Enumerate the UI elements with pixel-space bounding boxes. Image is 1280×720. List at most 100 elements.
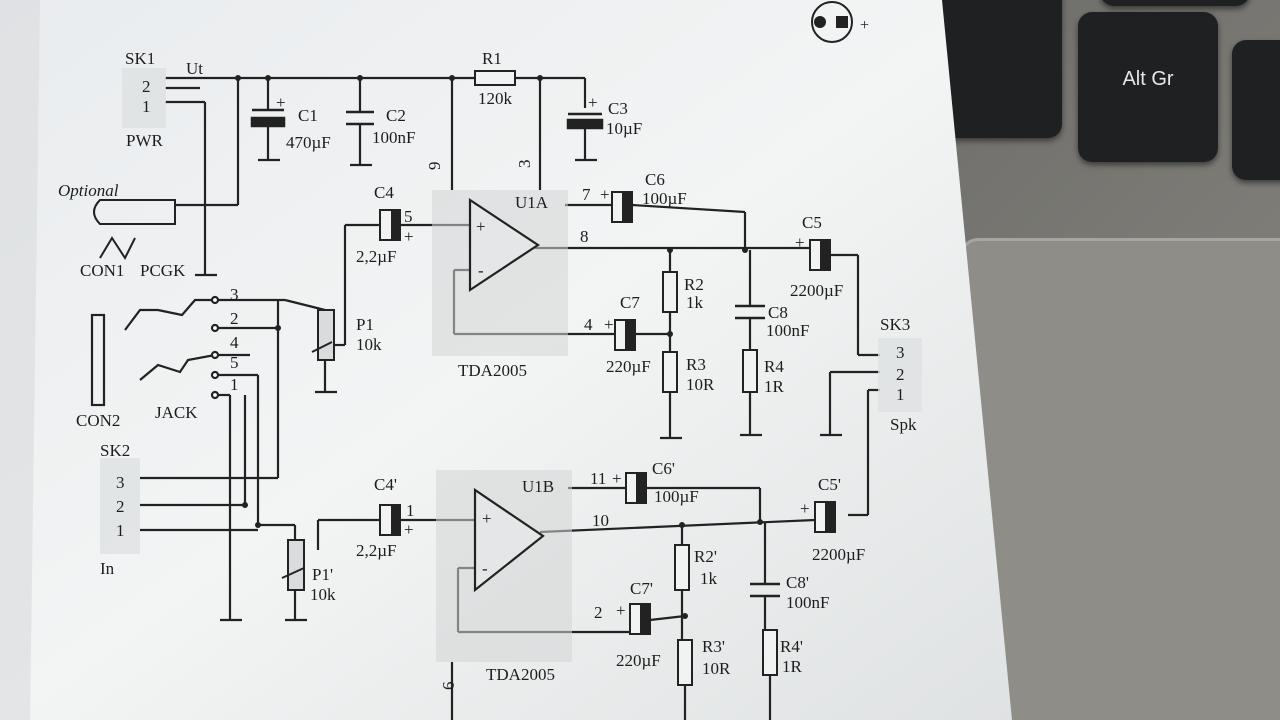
optional-label: Optional [58,181,119,200]
con1-label: CON1 [80,261,124,280]
c6b-value: 100µF [654,487,699,506]
in-label: In [100,559,115,578]
p1-label: P1 [356,315,374,334]
con1-plug [93,199,176,261]
r3-label: R3 [686,355,706,374]
svg-text:+: + [604,315,614,334]
c7b-label: C7' [630,579,653,598]
svg-text:1: 1 [230,375,239,394]
c8-capacitor [735,304,765,320]
r2-label: R2 [684,275,704,294]
svg-text:6: 6 [439,682,458,691]
c1-capacitor [250,108,286,128]
c6-value: 100µF [642,189,687,208]
svg-text:+: + [795,233,805,252]
c6b-label: C6' [652,459,675,478]
svg-text:+: + [600,185,610,204]
svg-text:4: 4 [584,315,593,334]
svg-text:10: 10 [592,511,609,530]
r3-value: 10R [686,375,715,394]
sk3-connector [878,338,922,412]
r3b-resistor [677,639,693,686]
p1b-value: 10k [310,585,336,604]
c5b-capacitor [814,501,836,533]
svg-text:+: + [616,601,626,620]
r4-label: R4 [764,357,784,376]
altgr-key-label: Alt Gr [1122,68,1174,90]
svg-text:+: + [404,227,414,246]
c7-label: C7 [620,293,640,312]
svg-text:+: + [860,17,869,34]
svg-text:-: - [482,559,488,578]
jack-label: JACK [155,403,198,422]
polarity-icon: + [811,1,869,43]
svg-text:3: 3 [230,285,239,304]
r2b-label: R2' [694,547,717,566]
u1b-part: TDA2005 [486,665,555,684]
c4-capacitor [379,209,401,241]
svg-text:3: 3 [515,160,534,169]
paper-sheet [0,0,1012,720]
c6-label: C6 [645,170,665,189]
c7-capacitor [614,319,636,351]
svg-text:7: 7 [582,185,591,204]
r2b-value: 1k [700,569,718,588]
con2-label: CON2 [76,411,120,430]
c5-capacitor [809,239,831,271]
c4-value: 2,2µF [356,247,397,266]
r4-value: 1R [764,377,785,396]
u1a-label: U1A [515,193,549,212]
p1b-potentiometer [281,539,305,591]
c4b-value: 2,2µF [356,541,397,560]
pcgk-label: PCGK [140,261,186,280]
c3-value: 10µF [606,119,642,138]
c5b-label: C5' [818,475,841,494]
svg-text:+: + [588,93,598,112]
svg-text:11: 11 [590,469,606,488]
r1-label: R1 [482,49,502,68]
u1a-opamp [468,197,540,293]
c7b-value: 220µF [616,651,661,670]
u1a-chip [432,190,568,356]
r2-value: 1k [686,293,704,312]
c4b-capacitor [379,504,401,536]
r4b-label: R4' [780,637,803,656]
c5-value: 2200µF [790,281,843,300]
c8-label: C8 [768,303,788,322]
svg-text:2: 2 [142,77,151,96]
keyboard-key [1232,40,1280,180]
svg-text:+: + [612,469,622,488]
r2-resistor [662,271,678,313]
keyboard-key [1100,0,1250,6]
sk1-connector [122,68,166,128]
r1-value: 120k [478,89,513,108]
svg-text:8: 8 [580,227,589,246]
c3-capacitor [566,112,604,130]
svg-text:1: 1 [896,385,905,404]
ut-label: Ut [186,59,203,78]
keyboard-key [940,0,1062,138]
c7-value: 220µF [606,357,651,376]
svg-text:1: 1 [116,521,125,540]
pwr-label: PWR [126,131,164,150]
svg-text:2: 2 [116,497,125,516]
svg-text:9: 9 [425,162,444,171]
c1-value: 470µF [286,133,331,152]
p1b-label: P1' [312,565,333,584]
c7b-capacitor [629,603,651,635]
svg-text:4: 4 [230,333,239,352]
sk2-label: SK2 [100,441,130,460]
r1-resistor [474,70,516,86]
svg-text:-: - [478,261,484,280]
c8b-capacitor [750,582,780,598]
svg-text:2: 2 [896,365,905,384]
p1-value: 10k [356,335,382,354]
svg-text:+: + [476,217,486,236]
r3b-value: 10R [702,659,731,678]
c2-capacitor [346,110,374,126]
r3b-label: R3' [702,637,725,656]
svg-text:+: + [404,520,414,539]
sk3-label: SK3 [880,315,910,334]
c4b-label: C4' [374,475,397,494]
